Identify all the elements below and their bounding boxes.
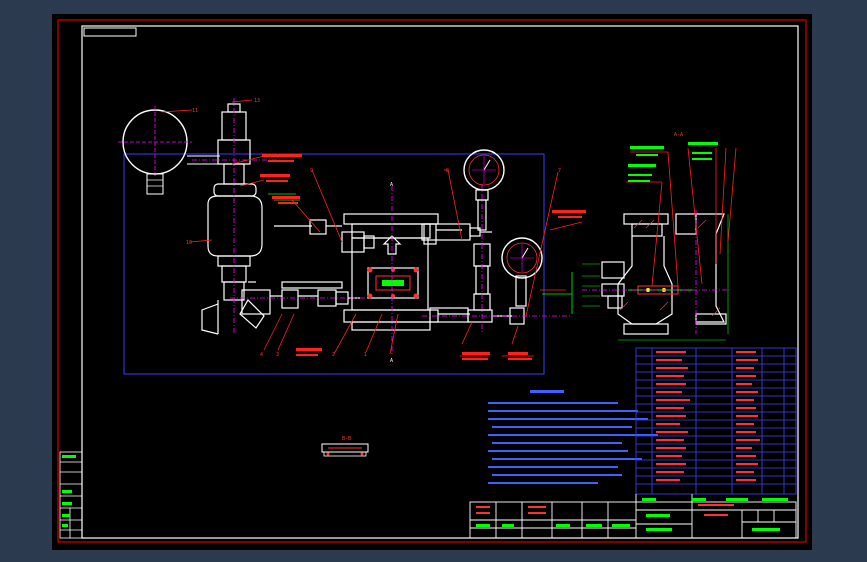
svg-text:7: 7 xyxy=(558,168,561,174)
left-strip-labels xyxy=(62,455,76,527)
gauge-pipe xyxy=(421,189,527,325)
svg-text:3: 3 xyxy=(276,352,279,358)
svg-text:11: 11 xyxy=(192,108,198,114)
parts-list-table xyxy=(635,347,797,495)
parts-list-entries xyxy=(656,351,760,481)
tech-requirements xyxy=(488,390,658,484)
alarm-valve-icon xyxy=(343,213,439,331)
section-mark-bottom: A xyxy=(390,358,393,364)
pressure-switch-icon xyxy=(118,106,220,195)
drain-pipe-lower xyxy=(239,281,360,329)
svg-text:8: 8 xyxy=(446,168,449,174)
cad-drawing: A A xyxy=(57,19,807,543)
svg-text:4: 4 xyxy=(260,352,263,358)
cad-drawing-canvas: A A xyxy=(52,14,812,550)
part-numbers: 13 11 10 9 8 7 4 3 2 1 xyxy=(186,98,561,358)
title-block-red-text xyxy=(476,504,734,516)
svg-text:10: 10 xyxy=(186,240,192,246)
outer-frame xyxy=(57,19,807,543)
section-hatch xyxy=(619,219,721,317)
title-tab xyxy=(83,27,137,37)
annotation-blocks xyxy=(260,154,586,360)
title-block-green-labels xyxy=(476,498,788,531)
clapper-detail xyxy=(628,285,692,295)
svg-text:9: 9 xyxy=(310,168,313,174)
assembly-outline xyxy=(123,153,545,375)
left-strip-table xyxy=(59,451,83,539)
section-dim-lines xyxy=(582,214,729,341)
section-view-aa xyxy=(601,213,727,335)
section-label-blocks xyxy=(628,142,718,182)
svg-text:2: 2 xyxy=(332,352,335,358)
test-pipe-upper xyxy=(274,219,375,253)
pressure-gauge-lower-icon xyxy=(501,237,543,279)
valve-window xyxy=(367,267,419,299)
pressure-gauge-icon xyxy=(463,149,505,191)
svg-text:1: 1 xyxy=(364,352,367,358)
leader-lines xyxy=(161,99,583,357)
retard-chamber-icon xyxy=(201,103,263,335)
section-leaders xyxy=(626,147,737,287)
section-mark-top: A xyxy=(390,182,393,188)
svg-text:B-B: B-B xyxy=(342,436,351,442)
title-block xyxy=(469,494,797,539)
section-title-aa: A-A xyxy=(674,132,683,138)
svg-text:13: 13 xyxy=(254,98,260,104)
callout-leaders-dim xyxy=(268,193,573,314)
inner-frame xyxy=(81,25,799,539)
section-view-bb: B-B xyxy=(321,436,369,457)
